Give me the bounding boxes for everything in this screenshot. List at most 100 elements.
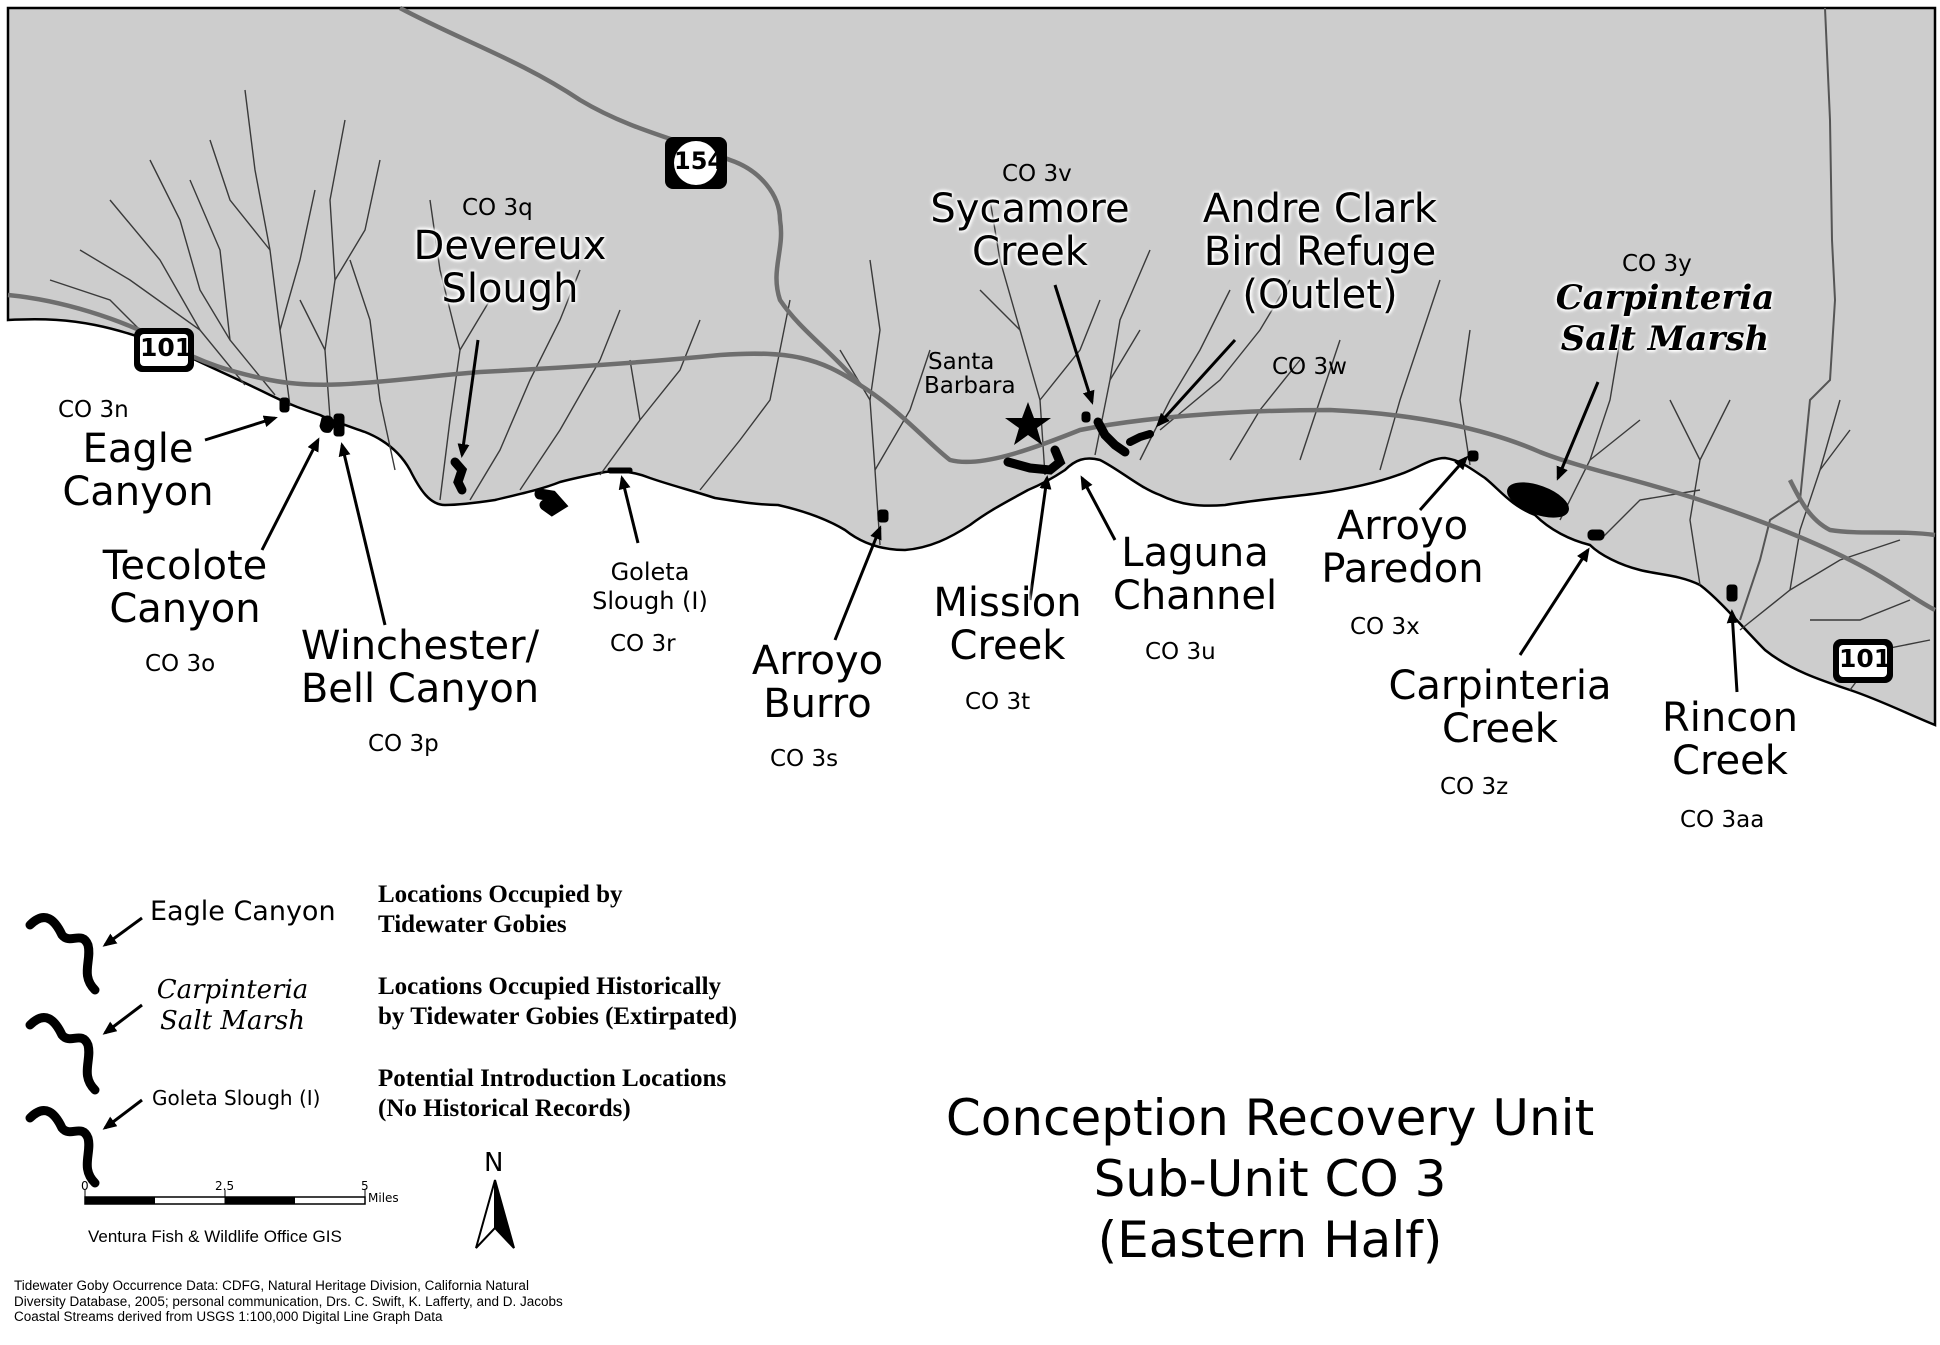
arrow-andree — [1155, 338, 1237, 428]
site-marker-tecolote — [319, 415, 335, 433]
arrow-tecolote — [260, 437, 320, 551]
site-marker-paredon — [1467, 450, 1479, 462]
highways — [7, 6, 1937, 613]
site-marker-andree — [1126, 430, 1154, 446]
arrow-carpcreek — [1518, 547, 1590, 656]
site-eagle-label: Eagle Canyon — [48, 426, 228, 516]
site-marker-laguna — [1093, 417, 1130, 457]
scale-tick-2-5: 2.5 — [215, 1179, 235, 1193]
arrow-goleta — [618, 475, 640, 544]
legend-arrows — [102, 916, 143, 1130]
site-winchester-label: Winchester/ Bell Canyon — [270, 623, 570, 713]
scale-tick-5: 5 — [361, 1179, 369, 1193]
legend-desc-introduced-line2: (No Historical Records) — [378, 1095, 631, 1122]
office-label: Ventura Fish & Wildlife Office GIS — [88, 1227, 342, 1246]
site-laguna-label: Laguna Channel — [1110, 531, 1280, 620]
site-andree-label: Andre Clark Bird Refuge (Outlet) — [1180, 186, 1460, 318]
site-marker-eagle — [279, 397, 290, 413]
arrow-laguna — [1080, 475, 1117, 541]
site-carpcreek-code: CO 3z — [1440, 774, 1509, 800]
site-eagle-code: CO 3n — [58, 397, 129, 423]
site-saltmarsh-code: CO 3y — [1622, 251, 1692, 277]
site-winchester-line2: Bell Canyon — [300, 666, 540, 713]
land-mass — [6, 6, 1937, 727]
star-icon — [1005, 402, 1051, 445]
credit-line-1: Tidewater Goby Occurrence Data: CDFG, Na… — [14, 1278, 529, 1293]
site-devereux-line2: Slough — [441, 266, 579, 313]
credit-line-3: Coastal Streams derived from USGS 1:100,… — [14, 1309, 443, 1325]
site-goleta-line1: Goleta — [610, 558, 690, 586]
city-label: Santa Barbara — [924, 350, 1016, 398]
site-sycamore-line1: Sycamore — [930, 186, 1130, 232]
arrow-sycamore — [1053, 284, 1095, 405]
site-andree-line2: Bird Refuge — [1203, 229, 1437, 276]
site-burro-code: CO 3s — [770, 746, 839, 772]
site-andree-line1: Andre Clark — [1202, 186, 1438, 232]
site-marker-goleta-slough — [607, 467, 633, 474]
site-rincon-label: Rincon Creek — [1655, 696, 1805, 783]
legend-desc-historic-line1: Locations Occupied Historically — [378, 973, 722, 1000]
legend-desc-introduced-line1: Potential Introduction Locations — [378, 1065, 727, 1092]
arrow-winchester — [338, 442, 387, 626]
site-eagle-line1: Eagle — [82, 426, 194, 472]
scale-unit: Miles — [368, 1191, 399, 1205]
site-devereux-line1: Devereux — [413, 223, 607, 269]
site-tecolote-label: Tecolote Canyon — [80, 544, 290, 633]
site-laguna-line2: Channel — [1112, 573, 1278, 620]
site-goleta-code: CO 3r — [610, 631, 676, 657]
city-name-line1: Santa — [928, 349, 995, 375]
arrow-paredon — [1418, 455, 1468, 511]
site-marker-rincon — [1726, 584, 1738, 602]
site-burro-line1: Arroyo — [751, 638, 884, 684]
arrow-saltmarsh — [1556, 381, 1600, 481]
site-saltmarsh-line2: Salt Marsh — [1560, 318, 1770, 359]
map-title-line2: Sub-Unit CO 3 — [1093, 1150, 1447, 1208]
site-burro-line2: Burro — [763, 681, 872, 728]
arrow-devereux — [457, 339, 480, 458]
scale-tick-0: 0 — [81, 1179, 89, 1193]
legend-sample-introduced — [25, 1106, 100, 1188]
site-carpcreek-line2: Creek — [1442, 706, 1558, 753]
site-carpcreek-label: Carpinteria Creek — [1380, 664, 1620, 753]
legend-sample-label-historic: Carpinteria Salt Marsh — [150, 975, 315, 1037]
hwy-154-number: 154 — [674, 147, 725, 175]
site-paredon-label: Arroyo Paredon — [1320, 504, 1485, 591]
legend-sample-occupied — [25, 913, 100, 995]
site-marker-devereux — [450, 457, 468, 495]
arrow-eagle — [204, 415, 278, 442]
legend-sample-historic-line2: Salt Marsh — [160, 1006, 305, 1037]
hwy-101-east-shield: 101 — [1832, 638, 1894, 684]
site-eagle-line2: Canyon — [62, 469, 214, 516]
legend-samples — [25, 913, 100, 1188]
site-rincon-code: CO 3aa — [1680, 807, 1765, 833]
site-mission-label: Mission Creek — [925, 581, 1090, 668]
map-title: Conception Recovery Unit Sub-Unit CO 3 (… — [870, 1088, 1670, 1271]
site-tecolote-line2: Canyon — [109, 586, 261, 633]
site-saltmarsh-label: Carpinteria Salt Marsh — [1545, 278, 1785, 360]
scale-bar — [84, 1190, 366, 1205]
city-name-line2: Barbara — [924, 373, 1016, 400]
site-sycamore-label: Sycamore Creek — [925, 186, 1135, 274]
site-andree-code: CO 3w — [1272, 354, 1347, 380]
arrow-mission — [1028, 475, 1052, 601]
map-title-line3: (Eastern Half) — [1097, 1211, 1443, 1269]
legend-sample-historic — [25, 1013, 100, 1095]
site-marker-carpcreek — [1587, 529, 1605, 541]
hwy-101-west-shield: 101 — [133, 327, 195, 373]
occupied-site-markers — [279, 397, 1738, 602]
legend-sample-label-introduced: Goleta Slough (I) — [152, 1086, 321, 1110]
north-arrow-icon — [475, 1179, 515, 1249]
credit-line-2: Diversity Database, 2005; personal commu… — [14, 1293, 563, 1309]
site-winchester-line1: Winchester/ — [300, 623, 540, 669]
legend-desc-occupied: Locations Occupied by Tidewater Gobies — [378, 880, 622, 940]
data-credits: Tidewater Goby Occurrence Data: CDFG, Na… — [14, 1278, 563, 1325]
north-label: N — [484, 1148, 504, 1178]
site-marker-mission — [1003, 445, 1066, 475]
legend-desc-historic-line2: by Tidewater Gobies (Extirpated) — [378, 1003, 738, 1030]
site-sycamore-code: CO 3v — [1002, 161, 1072, 187]
site-marker-saltmarsh — [1507, 482, 1569, 518]
map-title-line1: Conception Recovery Unit — [945, 1089, 1595, 1147]
site-marker-burro — [877, 509, 889, 523]
leader-arrows — [204, 284, 1739, 693]
